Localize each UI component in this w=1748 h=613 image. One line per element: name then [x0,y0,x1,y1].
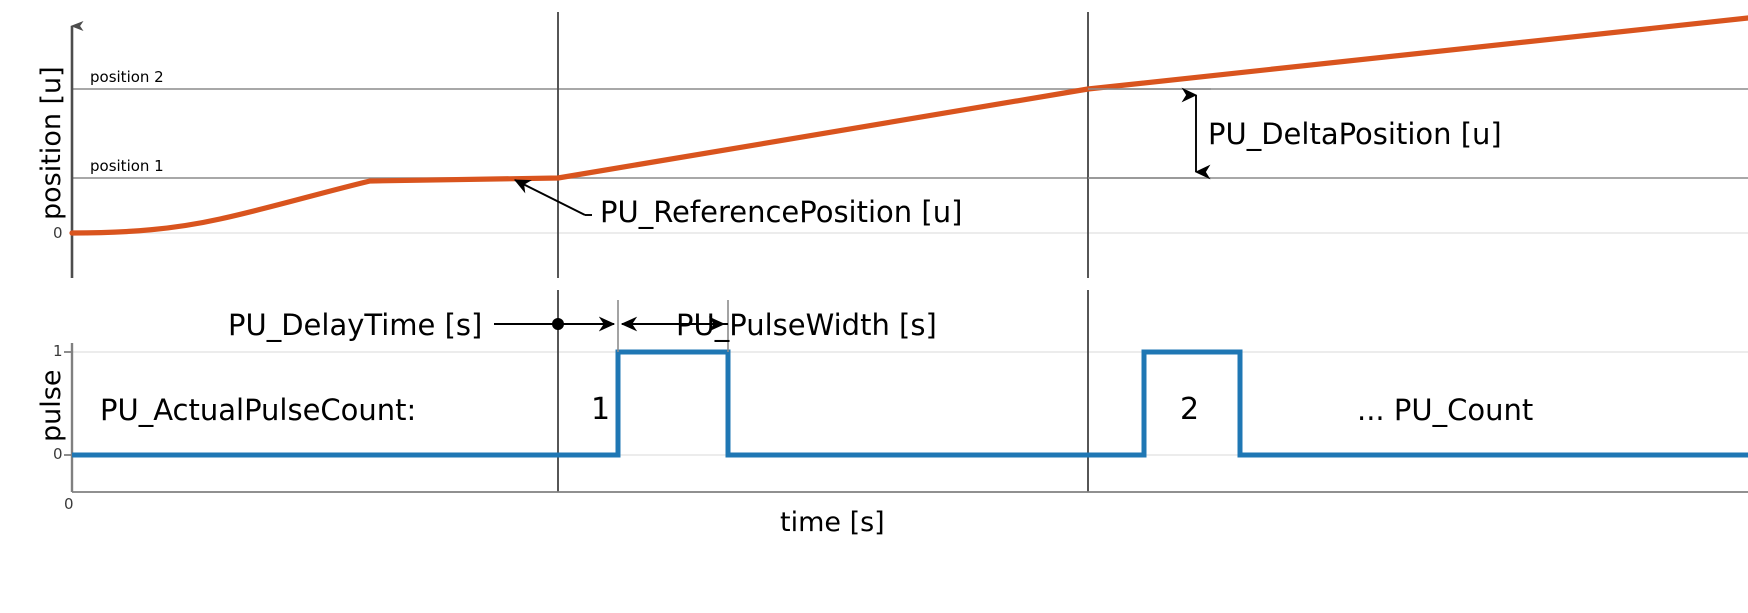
bottom-x-axis-title: time [s] [780,507,885,538]
position-curve [69,15,1748,236]
bottom-y-axis-title: pulse [36,369,67,442]
actual-pulse-count-annotation: PU_ActualPulseCount: [100,393,417,427]
top-ytick-label-0: 0 [53,224,63,242]
pulse-width-annotation: PU_PulseWidth [s] [676,308,937,342]
top-chart-group [69,12,1748,278]
bottom-ytick-label-0: 0 [53,445,63,463]
bottom-ytick-label-1: 1 [53,342,63,360]
pulse-count-ellipsis-annotation: ... PU_Count [1357,393,1534,427]
bottom-xtick-label-0: 0 [64,495,74,513]
top-y-axis-title: position [u] [36,66,67,220]
bottom-chart-group [64,290,1748,493]
reference-position-leader [513,179,586,216]
pulse-label-2: 2 [1180,392,1200,427]
pulse-waveform [72,349,1748,458]
reference-position-annotation: PU_ReferencePosition [u] [600,195,963,229]
pulse-label-1: 1 [591,392,611,427]
delta-position-annotation: PU_DeltaPosition [u] [1208,117,1502,151]
delay-time-annotation: PU_DelayTime [s] [228,308,483,342]
position-1-label: position 1 [90,157,164,175]
position-2-label: position 2 [90,68,164,86]
